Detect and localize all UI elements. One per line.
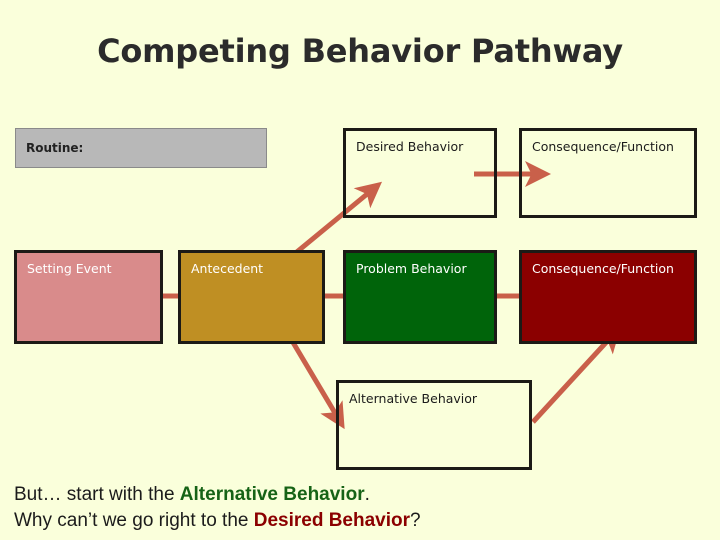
box-alternative-behavior[interactable]: Alternative Behavior bbox=[336, 380, 532, 470]
caption-block: But… start with the Alternative Behavior… bbox=[14, 482, 714, 534]
caption-line1-post: . bbox=[364, 484, 370, 505]
page-title: Competing Behavior Pathway bbox=[97, 32, 623, 70]
caption-line-1: But… start with the Alternative Behavior… bbox=[14, 482, 714, 508]
box-setting-event[interactable]: Setting Event bbox=[14, 250, 163, 344]
box-desired-behavior[interactable]: Desired Behavior bbox=[343, 128, 497, 218]
caption-line1-bold: Alternative Behavior bbox=[179, 484, 365, 505]
box-antecedent[interactable]: Antecedent bbox=[178, 250, 325, 344]
caption-line2-post: ? bbox=[410, 510, 421, 531]
arrow-alternative-to-consequence bbox=[531, 326, 621, 424]
box-consequence-function-top[interactable]: Consequence/Function bbox=[519, 128, 697, 218]
caption-line-2: Why can’t we go right to the Desired Beh… bbox=[14, 508, 714, 534]
caption-line2-pre: Why can’t we go right to the bbox=[14, 510, 254, 531]
caption-line1-pre: But… start with the bbox=[14, 484, 180, 505]
box-problem-behavior[interactable]: Problem Behavior bbox=[343, 250, 497, 344]
box-consequence-function-bottom[interactable]: Consequence/Function bbox=[519, 250, 697, 344]
routine-field[interactable]: Routine: bbox=[15, 128, 267, 168]
arrow-antecedent-to-alternative bbox=[285, 332, 345, 430]
caption-line2-bold: Desired Behavior bbox=[253, 510, 411, 531]
